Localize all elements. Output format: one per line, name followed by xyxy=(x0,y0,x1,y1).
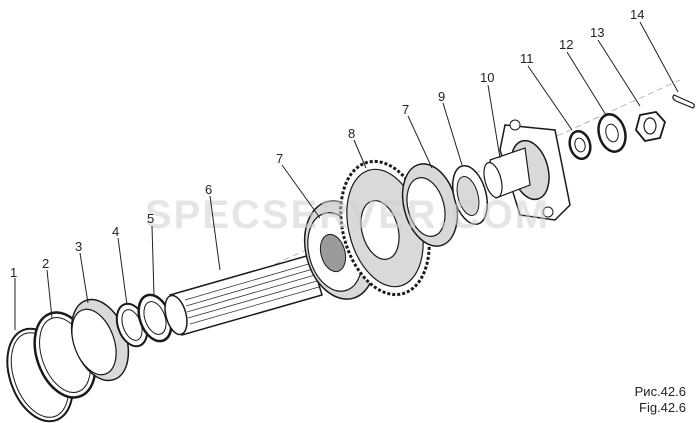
callout-14: 14 xyxy=(630,7,644,22)
callout-8: 8 xyxy=(348,126,355,141)
callout-6: 6 xyxy=(205,182,212,197)
callout-4: 4 xyxy=(112,224,119,239)
part-7-bearing-right xyxy=(401,163,459,247)
watermark-text: SPECSERVER.COM xyxy=(145,193,550,237)
part-6-splined-shaft xyxy=(164,254,323,336)
callout-10: 10 xyxy=(480,70,494,85)
part-9-spacer xyxy=(451,164,489,226)
part-4-ring xyxy=(115,302,149,348)
part-14-cotter-pin xyxy=(672,94,695,109)
callout-1: 1 xyxy=(10,265,17,280)
part-3-seal xyxy=(70,298,130,382)
callout-9: 9 xyxy=(438,89,445,104)
callout-13: 13 xyxy=(590,25,604,40)
callout-12: 12 xyxy=(559,37,573,52)
callout-3: 3 xyxy=(75,239,82,254)
part-12-washer xyxy=(597,113,627,153)
callout-2: 2 xyxy=(42,256,49,271)
part-11-washer xyxy=(568,129,592,161)
figure-caption-ru: Рис.42.6 xyxy=(634,384,686,399)
callout-11: 11 xyxy=(520,51,534,66)
part-13-castle-nut xyxy=(635,111,667,142)
figure-caption-en: Fig.42.6 xyxy=(639,400,686,415)
leader-lines xyxy=(14,21,679,330)
callout-7-left: 7 xyxy=(276,151,283,166)
callout-5: 5 xyxy=(147,211,154,226)
part-5-washer xyxy=(137,293,173,343)
part-10-flange xyxy=(483,119,571,221)
callout-7-right: 7 xyxy=(402,102,409,117)
